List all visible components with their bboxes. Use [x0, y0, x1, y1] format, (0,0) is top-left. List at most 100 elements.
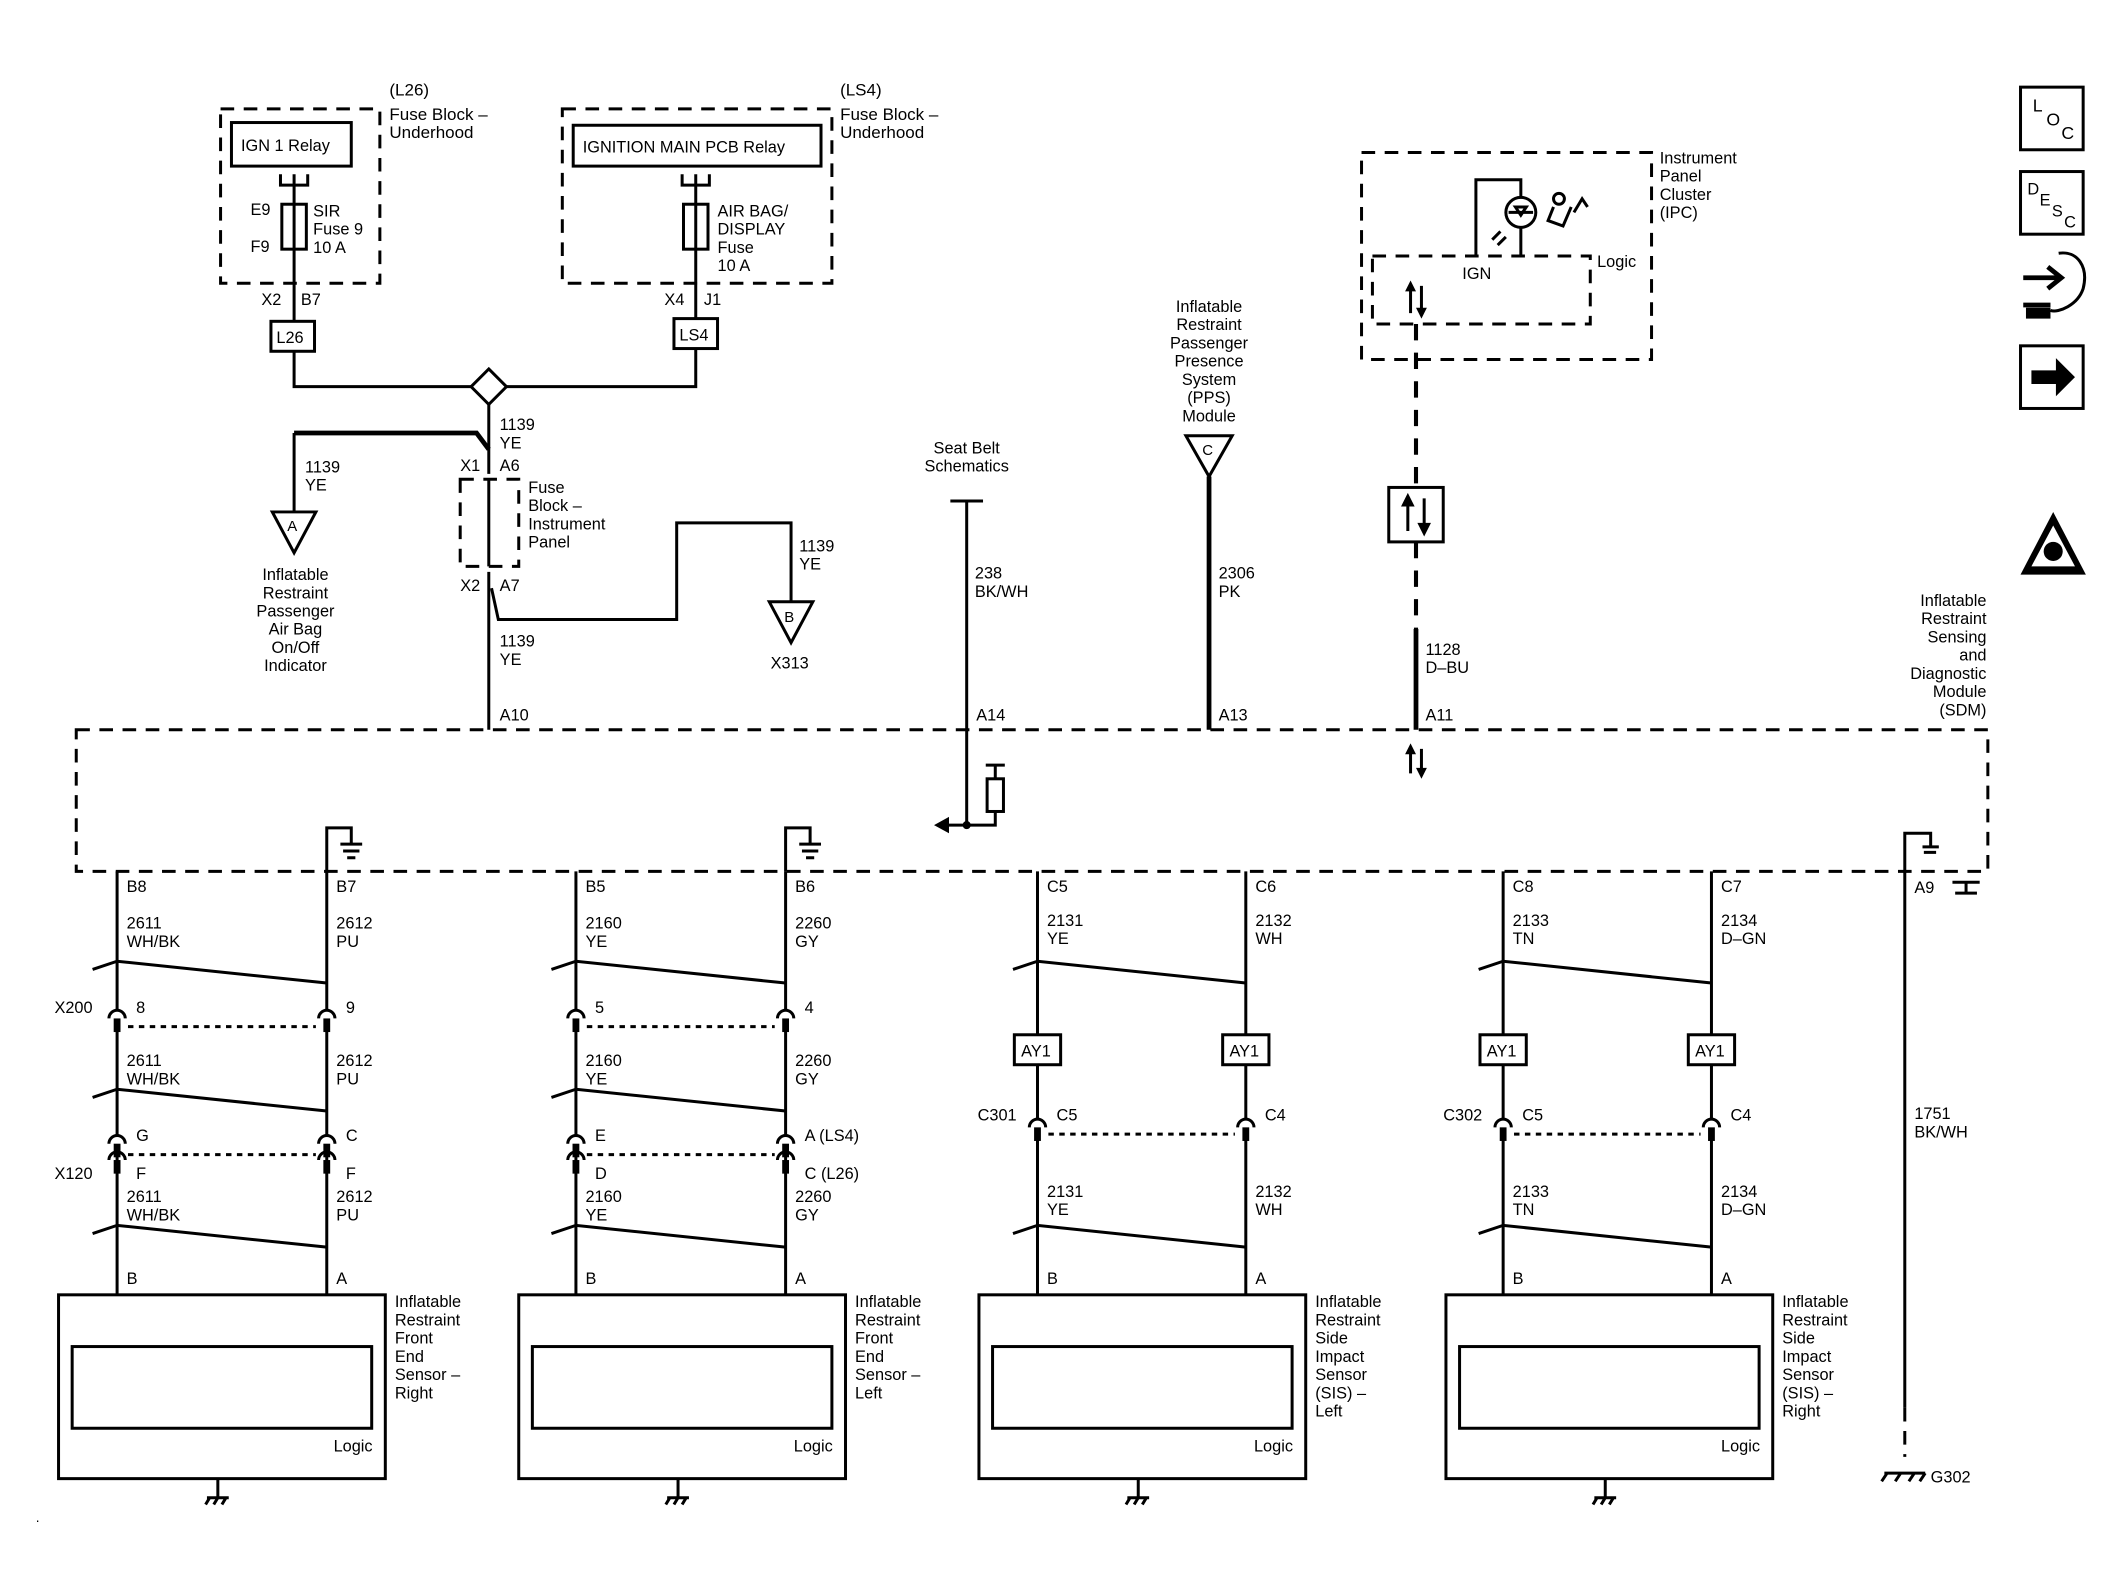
connector-x200-label: X200 [54, 999, 92, 1017]
svg-text:·: · [35, 1513, 40, 1528]
side-connector-label: C302 [1443, 1107, 1482, 1125]
ay1-tag [1012, 1033, 1063, 1067]
ay1-label: AY1 [1487, 1043, 1517, 1061]
l26-pin-f9: F9 [251, 238, 270, 256]
sensor-logic-box [991, 1345, 1294, 1430]
pin-a7: A7 [500, 577, 520, 595]
ls4-conn-j1: J1 [704, 291, 721, 309]
ls4-tag: LS4 [679, 326, 708, 344]
desc-icon[interactable]: D E S C [2019, 170, 2085, 236]
side-connector-label: C301 [978, 1107, 1017, 1125]
l26-conn-b7: B7 [301, 291, 321, 309]
next-page-icon[interactable] [2019, 344, 2085, 410]
sensor-logic-label: Logic [334, 1437, 373, 1455]
loc-icon[interactable]: L O C [2019, 85, 2085, 152]
connector-tool-icon[interactable] [2023, 251, 2086, 319]
desc-letter: E [2040, 192, 2051, 210]
sdm-pin-B5: B5 [585, 878, 605, 896]
pin-a6: A6 [500, 457, 520, 475]
sensor-logic-box [70, 1345, 374, 1430]
connector-pin: C4 [1731, 1107, 1752, 1125]
connector-pin: C5 [1057, 1107, 1078, 1125]
loc-letter: C [2061, 123, 2074, 143]
sdm-pin-C8: C8 [1513, 878, 1534, 896]
connector-pin: C4 [1265, 1107, 1286, 1125]
pin-a14: A14 [976, 706, 1005, 724]
l26-tag: L26 [276, 329, 303, 347]
sensor-logic-label: Logic [1254, 1437, 1293, 1455]
x200-pin: 4 [805, 999, 814, 1017]
ipc-logic-label: Logic [1597, 253, 1636, 271]
connector-pin: C5 [1522, 1107, 1543, 1125]
sensor-logic-box [1458, 1345, 1761, 1430]
x200-pin: 8 [136, 999, 145, 1017]
offpage-c-letter: C [1202, 442, 1213, 459]
sensor-terminal: B [1047, 1270, 1058, 1288]
l26-code: (L26) [389, 80, 429, 99]
l26-title: Fuse Block –Underhood [389, 105, 488, 142]
sdm-pin-C5: C5 [1047, 878, 1068, 896]
l26-pin-e9: E9 [251, 201, 271, 219]
loc-letter: L [2033, 96, 2043, 116]
sensor-terminal: B [585, 1270, 596, 1288]
sensor-terminal: A [1255, 1270, 1266, 1288]
connector-pin: E [595, 1127, 606, 1145]
l26-conn-x2: X2 [261, 291, 281, 309]
sdm-pin-C6: C6 [1255, 878, 1276, 896]
ay1-tag [1221, 1033, 1271, 1067]
ipc-ign-label: IGN [1462, 265, 1491, 283]
conn-x1: X1 [460, 457, 480, 475]
warning-triangle-icon [2020, 511, 2086, 575]
connector-x120-label: X120 [54, 1165, 92, 1183]
ls4-title: Fuse Block –Underhood [840, 105, 939, 142]
l26-relay-label: IGN 1 Relay [241, 137, 331, 155]
pin-a13: A13 [1219, 706, 1248, 724]
ay1-tag [1686, 1033, 1737, 1067]
x200-pin: 9 [346, 999, 355, 1017]
sdm-pin-C7: C7 [1721, 878, 1742, 896]
sensor-terminal: B [1513, 1270, 1524, 1288]
ls4-conn-x4: X4 [664, 291, 684, 309]
connector-pin: A (LS4) [805, 1127, 859, 1145]
fuse-block-ls4: (LS4) Fuse Block –Underhood IGNITION MAI… [506, 80, 939, 389]
desc-letter: C [2064, 213, 2076, 231]
sensor-terminal: A [1721, 1270, 1732, 1288]
ay1-label: AY1 [1695, 1043, 1725, 1061]
ay1-label: AY1 [1229, 1043, 1259, 1061]
sensor-terminal: B [127, 1270, 138, 1288]
sensor-logic-label: Logic [1721, 1437, 1760, 1455]
